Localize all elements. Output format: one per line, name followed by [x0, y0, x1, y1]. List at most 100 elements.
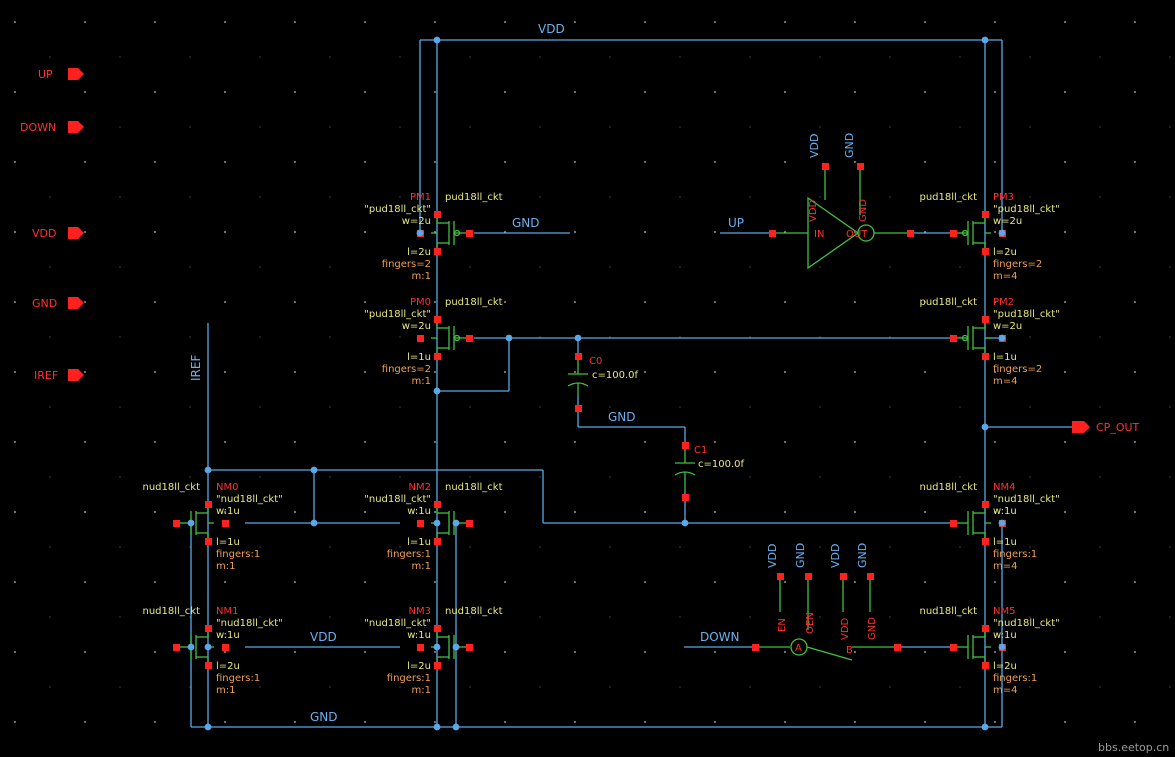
transistor-name: PM3 — [993, 192, 1014, 203]
inv-out-pin: OUT — [846, 229, 868, 240]
transistor-cell: nud18ll_ckt — [919, 482, 977, 493]
pin-gnd[interactable]: GND — [32, 297, 84, 310]
tg-gnd-net-1: GND — [794, 543, 807, 568]
grid-dots — [14, 21, 1171, 723]
c1-value: c=100.0f — [698, 459, 745, 470]
transistor-nm0[interactable]: NM0nud18ll_ckt"nud18ll_ckt"w:1ul=1ufinge… — [142, 482, 282, 572]
net-label-up: UP — [728, 216, 744, 230]
transistor-fingers: fingers:1 — [387, 673, 431, 684]
transistor-fingers: fingers=2 — [993, 364, 1042, 375]
pin-up[interactable]: UP — [38, 68, 84, 81]
transistor-length: l=1u — [407, 537, 431, 548]
transistor-length: l=1u — [407, 352, 431, 363]
inv-vdd-net: VDD — [808, 134, 821, 158]
pin-down-arrow — [68, 121, 84, 133]
transistor-width: w:1u — [216, 630, 240, 641]
wires — [190, 39, 1003, 728]
inv-gnd-net: GND — [843, 133, 856, 158]
inv-gnd-pin: GND — [858, 199, 869, 222]
transistor-fingers: fingers:1 — [216, 549, 260, 560]
pin-vdd[interactable]: VDD — [32, 227, 84, 240]
transistor-width: w:1u — [407, 506, 431, 517]
net-label-vdd-top: VDD — [538, 22, 565, 36]
transistor-model: "pud18ll_ckt" — [993, 204, 1060, 215]
transistor-name: PM0 — [410, 297, 431, 308]
capacitor-c0[interactable]: C0 c=100.0f — [567, 353, 639, 412]
tg-vdd-net-1: VDD — [766, 544, 779, 568]
transistor-name: NM5 — [993, 606, 1015, 617]
transistor-pm2[interactable]: PM2pud18ll_ckt"pud18ll_ckt"w=2ul=1ufinge… — [919, 297, 1059, 387]
transistor-nm1[interactable]: NM1nud18ll_ckt"nud18ll_ckt"w:1ul=2ufinge… — [142, 606, 282, 696]
inv-in-pin: IN — [814, 229, 824, 240]
transistor-model: "pud18ll_ckt" — [993, 309, 1060, 320]
transistor-name: NM4 — [993, 482, 1015, 493]
transistor-width: w:1u — [216, 506, 240, 517]
tg-b-pin: B — [846, 645, 853, 656]
transistor-width: w:1u — [993, 630, 1017, 641]
tg-gnd-pin: GND — [867, 617, 878, 640]
transistor-multiplier: m:1 — [412, 376, 431, 387]
tg-oen-pin: OEN — [805, 612, 816, 634]
transistor-multiplier: m=4 — [993, 685, 1017, 696]
transmission-gate[interactable]: EN OEN VDD GND A B VDD GND VDD GND — [752, 543, 901, 661]
c1-name: C1 — [694, 445, 707, 456]
transistor-length: l=2u — [407, 247, 431, 258]
transistor-multiplier: m=4 — [993, 376, 1017, 387]
pin-gnd-label: GND — [32, 297, 57, 310]
junction-dots — [187, 36, 1006, 731]
pin-up-arrow — [68, 68, 84, 80]
transistor-fingers: fingers:1 — [216, 673, 260, 684]
transistor-width: w=2u — [993, 321, 1022, 332]
net-label-gnd-c0: GND — [608, 410, 636, 424]
inv-vdd-pin: VDD — [808, 199, 819, 222]
c0-name: C0 — [589, 356, 602, 367]
transistor-model: "pud18ll_ckt" — [364, 309, 431, 320]
transistor-multiplier: m:1 — [412, 685, 431, 696]
transistor-model: "nud18ll_ckt" — [993, 618, 1060, 629]
transistor-nm4[interactable]: NM4nud18ll_ckt"nud18ll_ckt"w:1ul=1ufinge… — [919, 482, 1059, 572]
pin-iref-label: IREF — [34, 369, 58, 382]
pin-up-label: UP — [38, 68, 53, 81]
transistor-cell: pud18ll_ckt — [445, 192, 503, 203]
pin-down[interactable]: DOWN — [20, 121, 84, 134]
transistor-cell: nud18ll_ckt — [445, 482, 503, 493]
transistor-multiplier: m=4 — [993, 271, 1017, 282]
transistor-pm3[interactable]: PM3pud18ll_ckt"pud18ll_ckt"w=2ul=2ufinge… — [919, 192, 1059, 282]
transistor-cell: nud18ll_ckt — [919, 606, 977, 617]
transistor-length: l=1u — [993, 352, 1017, 363]
transistor-width: w:1u — [993, 506, 1017, 517]
pin-iref[interactable]: IREF — [34, 369, 84, 382]
pin-cp-out[interactable]: CP_OUT — [985, 421, 1140, 434]
pin-cp-out-label: CP_OUT — [1096, 421, 1140, 434]
inverter[interactable]: VDD GND IN OUT VDD GND — [769, 133, 914, 270]
transistor-fingers: fingers:1 — [387, 549, 431, 560]
transistor-multiplier: m:1 — [412, 271, 431, 282]
transistor-cell: nud18ll_ckt — [142, 482, 200, 493]
transistor-model: "nud18ll_ckt" — [364, 618, 431, 629]
pin-gnd-arrow — [68, 297, 84, 309]
capacitor-c1[interactable]: C1 c=100.0f — [674, 442, 745, 501]
c0-value: c=100.0f — [592, 370, 639, 381]
tg-gnd-net-2: GND — [856, 543, 869, 568]
transistor-model: "nud18ll_ckt" — [993, 494, 1060, 505]
transistor-name: PM1 — [410, 192, 431, 203]
transistor-cell: pud18ll_ckt — [919, 297, 977, 308]
transistor-width: w=2u — [402, 321, 431, 332]
net-label-vdd-nm1: VDD — [310, 630, 337, 644]
transistor-width: w=2u — [402, 216, 431, 227]
transistor-model: "pud18ll_ckt" — [364, 204, 431, 215]
transistor-length: l=2u — [407, 661, 431, 672]
transistor-width: w=2u — [993, 216, 1022, 227]
net-label-gnd-bottom: GND — [310, 710, 338, 724]
transistor-cell: nud18ll_ckt — [445, 606, 503, 617]
transistor-nm5[interactable]: NM5nud18ll_ckt"nud18ll_ckt"w:1ul=2ufinge… — [919, 606, 1059, 696]
transistor-length: l=2u — [993, 661, 1017, 672]
transistor-name: NM0 — [216, 482, 238, 493]
